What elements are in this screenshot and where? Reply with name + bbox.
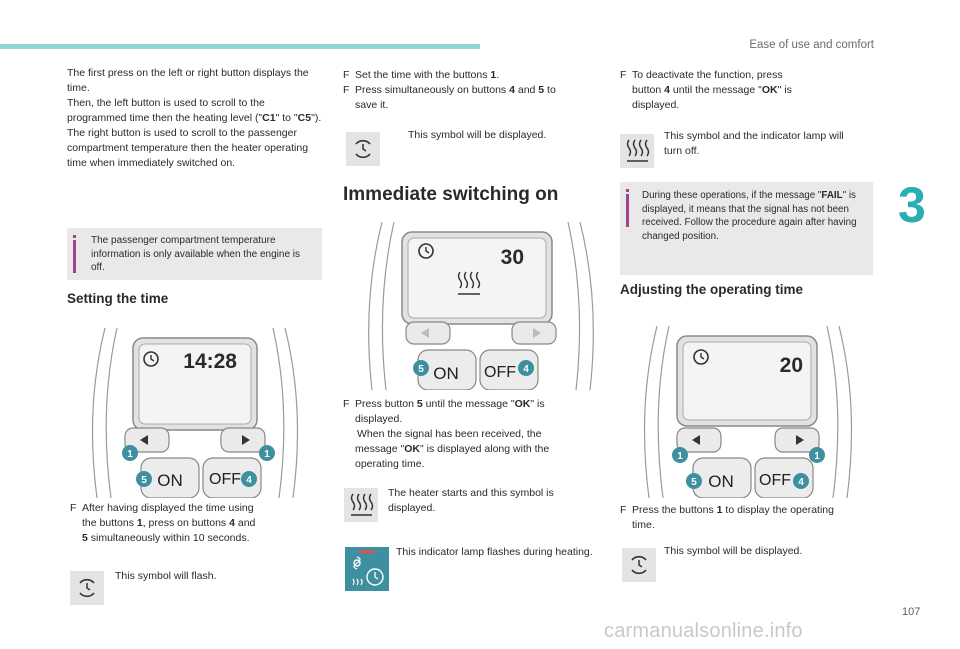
- badge-1-right: [809, 447, 825, 463]
- header-rule: [0, 44, 480, 49]
- info-bar: [73, 240, 76, 273]
- remote-control-illustration-2: 30 ON OFF 5 4: [368, 222, 594, 390]
- heater-text: The heater starts and this symbol is dis…: [388, 487, 554, 514]
- svg-text:1: 1: [814, 451, 820, 462]
- off-label: OFF: [209, 471, 241, 488]
- svg-text:1: 1: [127, 449, 133, 460]
- remote-display: 30: [501, 246, 524, 269]
- badge-1-left: [672, 447, 688, 463]
- heading-adjusting-time: Adjusting the operating time: [620, 282, 804, 297]
- badge-5: [686, 473, 702, 489]
- svg-text:OFF: OFF: [484, 364, 516, 381]
- info-text: During these operations, if the message …: [642, 190, 857, 242]
- heater-symbol-box-2: [620, 134, 654, 168]
- svg-text:5: 5: [691, 477, 697, 488]
- remote-display: 20: [780, 354, 803, 377]
- timer-icon: [631, 555, 647, 575]
- svg-text:OFF: OFF: [759, 472, 791, 489]
- page-number: 107: [902, 606, 921, 618]
- info-box-fail: During these operations, if the message …: [620, 182, 873, 275]
- badge-4: [518, 360, 534, 376]
- heading-immediate-switching: Immediate switching on: [343, 184, 559, 205]
- remote-control-illustration-3: 20 ON OFF 1 1 5 4: [643, 326, 853, 498]
- badge-4: [241, 471, 257, 487]
- svg-text:5: 5: [141, 475, 147, 486]
- remote-control-illustration: 14:28 ON OFF 1 1 5 4: [91, 328, 299, 498]
- intro-text: The first press on the left or right but…: [67, 66, 322, 171]
- badge-5: [136, 471, 152, 487]
- timer-icon: [355, 139, 371, 159]
- indicator-lamp-box: [345, 547, 389, 591]
- turn-off-text: This symbol and the indicator lamp will …: [664, 130, 844, 157]
- timer-icon: [79, 578, 95, 598]
- symbol-displayed-text-3: This symbol will be displayed.: [664, 545, 803, 557]
- section-title: Ease of use and comfort: [749, 39, 874, 51]
- watermark: carmanualsonline.info: [604, 620, 803, 642]
- flash-text: This symbol will flash.: [115, 570, 217, 582]
- badge-1-right: [259, 445, 275, 461]
- svg-text:4: 4: [798, 477, 804, 488]
- svg-text:ON: ON: [433, 364, 459, 383]
- intro-line-1: The first press on the left or right but…: [67, 67, 309, 94]
- badge-5: [413, 360, 429, 376]
- timer-symbol-box-2: [346, 132, 380, 166]
- symbol-displayed-text: This symbol will be displayed.: [408, 129, 547, 141]
- badge-1-left: [122, 445, 138, 461]
- info-box-passenger-temp: The passenger compartment temperature in…: [67, 228, 322, 280]
- timer-symbol-box-3: [622, 548, 656, 582]
- heater-icon: [350, 493, 374, 516]
- svg-text:ON: ON: [708, 472, 734, 491]
- info-text: The passenger compartment temperature in…: [91, 235, 301, 273]
- badge-4: [793, 473, 809, 489]
- info-dot: [73, 235, 76, 238]
- svg-text:1: 1: [264, 449, 270, 460]
- remote-display: 14:28: [183, 350, 237, 373]
- chapter-number: 3: [898, 177, 926, 233]
- lamp-text: This indicator lamp flashes during heati…: [396, 546, 593, 558]
- indicator-lamp-icon: [352, 550, 384, 586]
- heater-icon: [626, 139, 650, 162]
- intro-line-3: The right button is used to scroll to th…: [67, 127, 309, 169]
- intro-line-2: Then, the left button is used to scroll …: [67, 97, 322, 124]
- svg-text:1: 1: [677, 451, 683, 462]
- svg-text:4: 4: [523, 364, 529, 375]
- bullet-glyph: F: [70, 502, 77, 514]
- svg-text:4: 4: [246, 475, 252, 486]
- on-label: ON: [157, 471, 183, 490]
- svg-text:5: 5: [418, 364, 424, 375]
- heading-setting-time: Setting the time: [67, 291, 169, 306]
- heater-symbol-box: [344, 488, 378, 522]
- timer-symbol-box: [70, 571, 104, 605]
